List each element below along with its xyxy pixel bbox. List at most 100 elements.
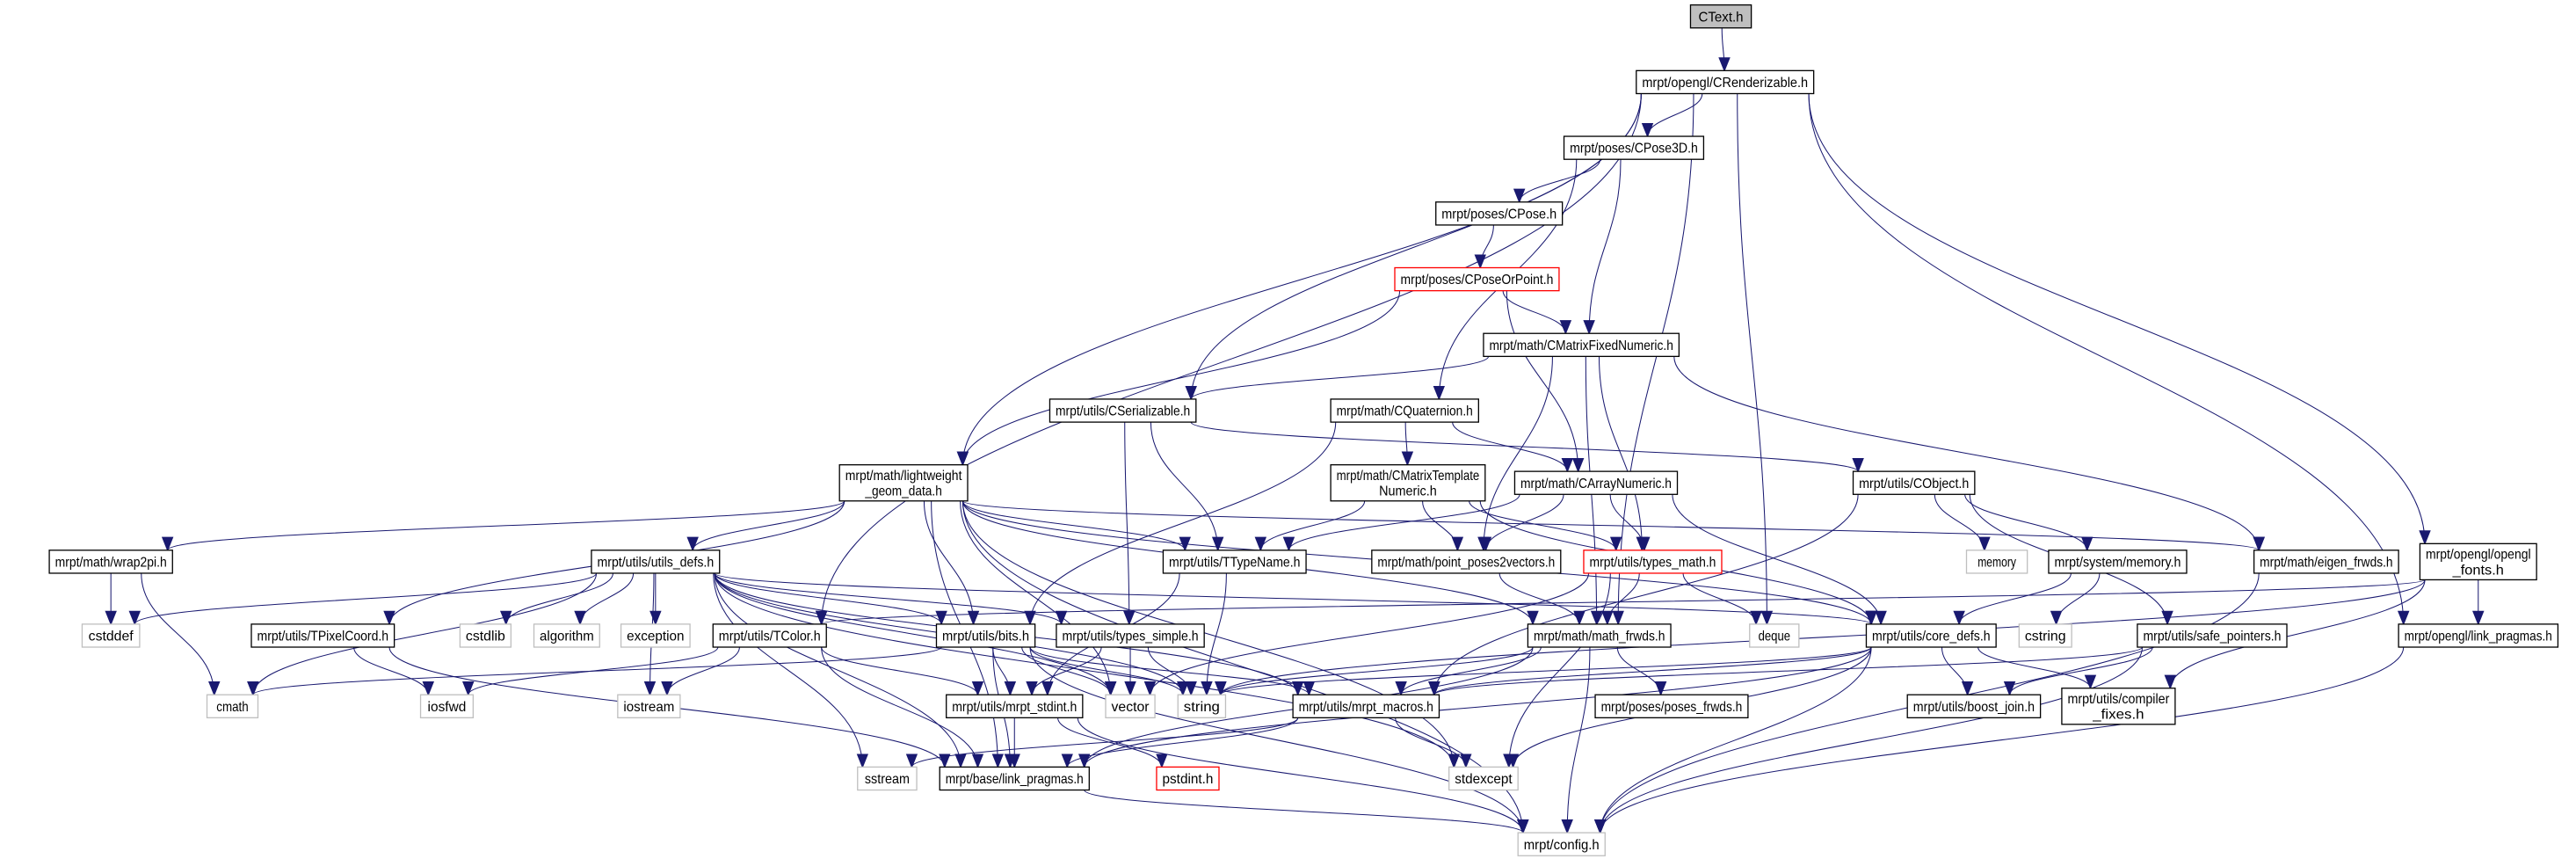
edge-carr-to-ttype	[1282, 494, 1520, 552]
node-coredefs[interactable]: mrpt/utils/core_defs.h	[1865, 623, 1997, 648]
node-label: mrpt/opengl/opengl	[2426, 548, 2531, 563]
node-cmfn[interactable]: mrpt/math/CMatrixFixedNumeric.h	[1483, 332, 1680, 358]
node-wrap2pi[interactable]: mrpt/math/wrap2pi.h	[48, 550, 173, 574]
node-tmath[interactable]: mrpt/utils/types_math.h	[1583, 550, 1723, 574]
node-label: mrpt/utils/mrpt_stdint.h	[952, 700, 1077, 715]
node-boostjoin[interactable]: mrpt/utils/boost_join.h	[1906, 694, 2042, 718]
node-eigen[interactable]: mrpt/math/eigen_frwds.h	[2253, 550, 2399, 574]
edge-crend-to-mathfrwds	[1612, 93, 1694, 626]
node-fonts[interactable]: mrpt/opengl/opengl_fonts.h	[2419, 542, 2537, 581]
node-label: mrpt/utils/types_math.h	[1590, 555, 1716, 570]
edge-carr-to-tmath	[1609, 494, 1651, 552]
edge-stdint-to-config	[1077, 717, 1529, 834]
node-glpragmas[interactable]: mrpt/opengl/link_pragmas.h	[2398, 623, 2559, 648]
node-cpose3d[interactable]: mrpt/poses/CPose3D.h	[1563, 135, 1705, 160]
node-compfixes[interactable]: mrpt/utils/compiler_fixes.h	[2061, 688, 2176, 725]
node-posesfrwds[interactable]: mrpt/poses/poses_frwds.h	[1594, 694, 1749, 718]
node-box	[712, 623, 827, 648]
node-stdint[interactable]: mrpt/utils/mrpt_stdint.h	[946, 694, 1084, 718]
node-string[interactable]: string	[1177, 694, 1227, 718]
node-exception[interactable]: exception	[620, 623, 691, 648]
node-label: memory	[1977, 555, 2016, 570]
edge-fonts-to-string	[1215, 579, 2426, 696]
node-label: iostream	[623, 700, 674, 715]
edge-macros-to-basepragmas	[1061, 717, 1299, 769]
edge-tmath-to-vector	[1143, 572, 1590, 696]
node-carr[interactable]: mrpt/math/CArrayNumeric.h	[1513, 470, 1679, 495]
node-label: _fixes.h	[2092, 708, 2144, 723]
node-iosfwd[interactable]: iosfwd	[419, 694, 475, 718]
edge-basepragmas-to-config	[1084, 790, 1529, 834]
node-box	[857, 766, 918, 791]
edge-tcolor-to-basepragmas	[821, 647, 984, 769]
node-deque[interactable]: deque	[1749, 623, 1800, 648]
edge-bits-to-cmath	[247, 646, 942, 696]
edge-coredefs-to-compfixes	[1977, 646, 2097, 690]
node-pstdint[interactable]: pstdint.h	[1156, 766, 1220, 791]
edge-utilsdefs-to-coredefs	[714, 572, 1877, 626]
node-box	[1483, 332, 1680, 358]
node-box	[459, 623, 512, 648]
node-sysmem[interactable]: mrpt/system/memory.h	[2048, 550, 2188, 574]
node-stdexcept[interactable]: stdexcept	[1448, 766, 1519, 791]
node-box	[1330, 398, 1479, 423]
node-cquat[interactable]: mrpt/math/CQuaternion.h	[1330, 398, 1479, 423]
node-box	[2419, 542, 2537, 581]
node-box	[1563, 135, 1705, 160]
node-bits[interactable]: mrpt/utils/bits.h	[935, 623, 1036, 648]
node-sstream[interactable]: sstream	[857, 766, 918, 791]
node-cstring[interactable]: cstring	[2018, 623, 2072, 648]
node-label: sstream	[865, 772, 910, 787]
node-cmath[interactable]: cmath	[206, 694, 259, 718]
edge-lw-to-ttype	[961, 500, 1191, 552]
node-memory[interactable]: memory	[1965, 550, 2028, 574]
edge-crend-to-fonts	[1808, 93, 2431, 546]
node-box	[2398, 623, 2559, 648]
edge-cobj-to-memory	[1934, 494, 1991, 552]
node-safeptr[interactable]: mrpt/utils/safe_pointers.h	[2137, 623, 2288, 648]
node-box	[419, 694, 475, 718]
node-label: mrpt/poses/poses_frwds.h	[1601, 700, 1743, 715]
node-cpose[interactable]: mrpt/poses/CPose.h	[1435, 201, 1564, 226]
node-crend[interactable]: mrpt/opengl/CRenderizable.h	[1636, 69, 1815, 95]
edge-cmfn-to-pp2v	[1477, 356, 1553, 552]
node-ctext[interactable]: CText.h	[1689, 4, 1752, 29]
node-ttype[interactable]: mrpt/utils/TTypeName.h	[1162, 550, 1307, 574]
edge-utilsdefs-to-basepragmas	[714, 572, 967, 769]
edge-cquat-to-cmtn	[1401, 422, 1414, 467]
edge-crend-to-deque	[1737, 93, 1774, 626]
edge-tpix-to-iosfwd	[353, 646, 434, 696]
node-tpix[interactable]: mrpt/utils/TPixelCoord.h	[250, 623, 395, 648]
node-mathfrwds[interactable]: mrpt/math/math_frwds.h	[1527, 623, 1672, 648]
node-tcolor[interactable]: mrpt/utils/TColor.h	[712, 623, 827, 648]
edge-tmath-to-mathfrwds	[1601, 572, 1640, 626]
node-lw[interactable]: mrpt/math/lightweight_geom_data.h	[838, 464, 969, 502]
node-label: mrpt/math/lightweight	[845, 469, 962, 484]
node-pp2v[interactable]: mrpt/math/point_poses2vectors.h	[1371, 550, 1562, 574]
node-iostream[interactable]: iostream	[617, 694, 681, 718]
node-algorithm[interactable]: algorithm	[533, 623, 600, 648]
node-box	[620, 623, 691, 648]
node-basepragmas[interactable]: mrpt/base/link_pragmas.h	[939, 766, 1090, 791]
node-label: _geom_data.h	[864, 484, 941, 499]
node-label: mrpt/utils/mrpt_macros.h	[1299, 700, 1433, 715]
node-box	[1394, 266, 1560, 292]
node-tsimple[interactable]: mrpt/utils/types_simple.h	[1056, 623, 1205, 648]
node-cposeorpoint[interactable]: mrpt/poses/CPoseOrPoint.h	[1394, 266, 1560, 292]
edge-safeptr-to-boostjoin	[2003, 646, 2153, 696]
node-config[interactable]: mrpt/config.h	[1517, 832, 1606, 856]
node-cstdlib[interactable]: cstdlib	[459, 623, 512, 648]
node-cobj[interactable]: mrpt/utils/CObject.h	[1852, 470, 1976, 495]
node-cser[interactable]: mrpt/utils/CSerializable.h	[1049, 398, 1197, 423]
node-utilsdefs[interactable]: mrpt/utils/utils_defs.h	[591, 550, 721, 574]
node-cstddef[interactable]: cstddef	[81, 623, 141, 648]
node-vector[interactable]: vector	[1105, 694, 1156, 718]
node-box	[1636, 69, 1815, 95]
node-label: mrpt/utils/utils_defs.h	[597, 555, 714, 570]
node-macros[interactable]: mrpt/utils/mrpt_macros.h	[1292, 694, 1440, 718]
edge-wrap2pi-to-cmath	[141, 572, 221, 696]
node-label: mrpt/math/eigen_frwds.h	[2260, 555, 2392, 570]
node-box	[1513, 470, 1679, 495]
edge-cobj-to-sysmem	[1964, 494, 2093, 552]
